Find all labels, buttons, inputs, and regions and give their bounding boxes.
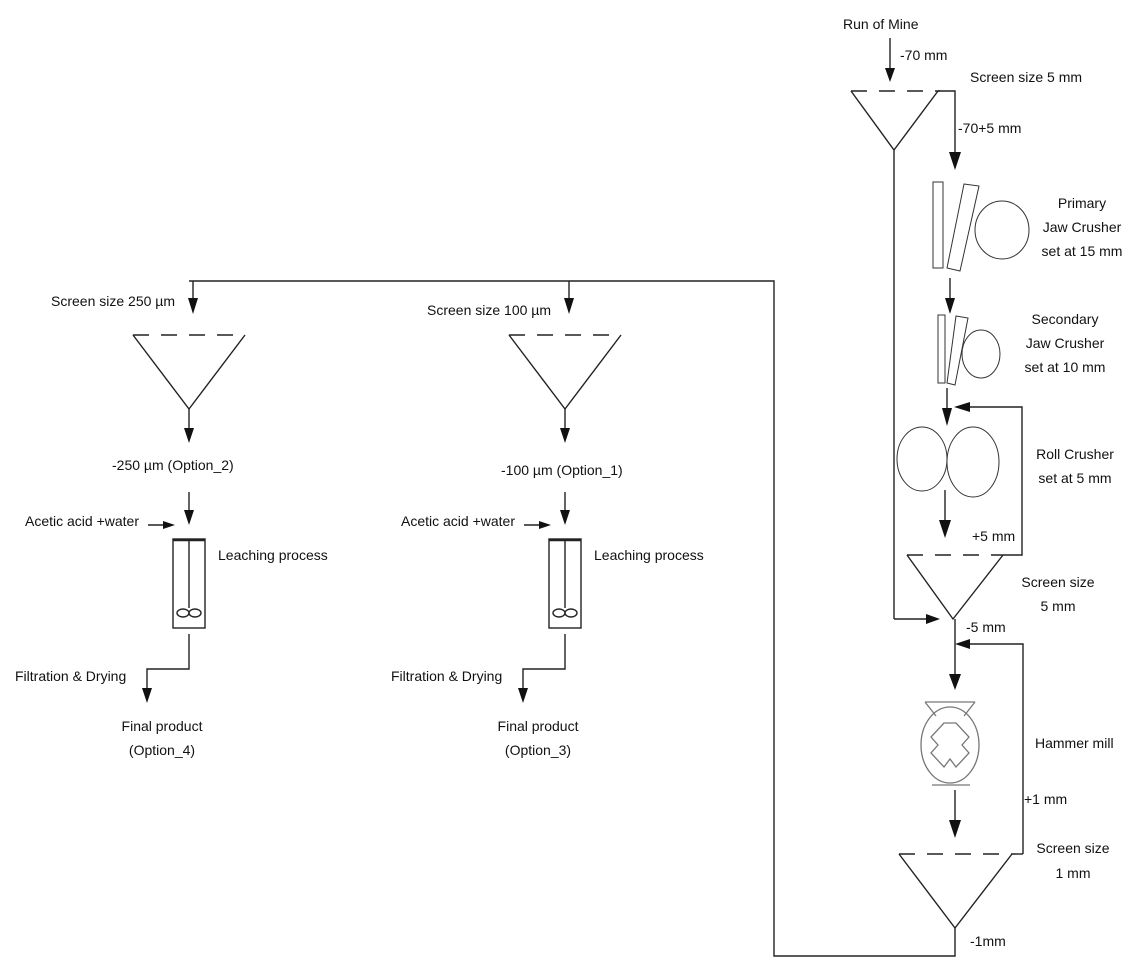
screen-1-oversize-label: -70+5 mm	[958, 120, 1021, 136]
primary-to-secondary-arrowhead	[945, 298, 955, 314]
mill-to-screen-arrowhead	[949, 820, 961, 838]
leaching-label: Leaching process	[594, 547, 704, 563]
screen-1-label: Screen size 5 mm	[970, 69, 1082, 85]
to-filtration-line	[522, 634, 566, 690]
undersize-arrowhead	[184, 428, 194, 443]
mill-top-right	[963, 701, 976, 717]
screen-3-line1: Screen size	[1036, 840, 1109, 856]
filtration-label: Filtration & Drying	[391, 668, 502, 684]
branch-option-1-3: Screen size 100 µm -100 µm (Option_1) Ac…	[391, 281, 704, 758]
screen-hopper	[850, 90, 939, 152]
fine-product-line	[189, 280, 956, 957]
primary-jaw-line3: set at 15 mm	[1042, 243, 1123, 259]
screen-2-line2: 5 mm	[1041, 598, 1076, 614]
screen-3-undersize-label: -1mm	[970, 933, 1006, 949]
roll-right	[946, 426, 1000, 498]
flywheel	[961, 329, 1001, 379]
feed-arrowhead	[885, 68, 895, 82]
screen-1-oversize-arrowhead	[949, 152, 961, 170]
mill-recycle-line	[968, 643, 1024, 854]
screen-3-line2: 1 mm	[1056, 865, 1091, 881]
reagent-arrowhead	[539, 521, 551, 529]
impeller-right	[564, 608, 578, 618]
impeller-left	[552, 608, 566, 618]
screen-hopper	[906, 554, 1004, 621]
to-leach-arrowhead	[560, 510, 570, 525]
mill-rotor-cross	[930, 722, 970, 769]
to-filtration-line	[146, 634, 190, 690]
screen-5mm-primary	[850, 90, 940, 152]
screen-100-label: Screen size 100 µm	[427, 302, 551, 318]
undersize-arrowhead	[560, 428, 570, 443]
fixed-jaw	[937, 314, 946, 384]
secondary-jaw-line2: Jaw Crusher	[1026, 335, 1105, 351]
secondary-to-roll-arrowhead	[942, 408, 952, 426]
hammer-mill-label: Hammer mill	[1035, 735, 1114, 751]
flywheel	[974, 200, 1030, 260]
final-product-line2: (Option_4)	[129, 742, 195, 758]
primary-jaw-line2: Jaw Crusher	[1043, 219, 1122, 235]
screen-2-undersize-label: -5 mm	[966, 619, 1006, 635]
screen-250-label: Screen size 250 µm	[51, 293, 175, 309]
run-of-mine-label: Run of Mine	[843, 16, 919, 32]
mill-recycle-arrowhead	[955, 639, 970, 649]
primary-jaw-line1: Primary	[1058, 195, 1106, 211]
roll-crusher-line1: Roll Crusher	[1036, 446, 1114, 462]
screen-hopper	[508, 334, 622, 411]
moving-jaw	[946, 315, 969, 386]
leaching-label: Leaching process	[218, 547, 328, 563]
undersize-label: -250 µm (Option_2)	[112, 457, 234, 473]
fixed-jaw	[932, 181, 944, 269]
screen-1mm	[898, 853, 1023, 930]
impeller-left	[176, 608, 190, 618]
impeller-right	[188, 608, 202, 618]
roll-crusher-line2: set at 5 mm	[1038, 470, 1111, 486]
screen-hopper	[898, 853, 1013, 930]
to-filtration-arrowhead	[518, 688, 528, 703]
roll-left	[896, 426, 948, 492]
roll-recycle-arrowhead	[954, 402, 970, 412]
moving-jaw	[946, 183, 980, 272]
mill-body	[920, 706, 980, 784]
filtration-label: Filtration & Drying	[15, 668, 126, 684]
screen-2-line1: Screen size	[1021, 574, 1094, 590]
feed-size-label: -70 mm	[900, 47, 947, 63]
roll-recycle-line	[968, 406, 1023, 556]
final-product-line2: (Option_3)	[505, 742, 571, 758]
branch-option-2-4: Screen size 250 µm -250 µm (Option_2) Ac…	[15, 281, 328, 758]
roll-to-screen-arrowhead	[939, 520, 951, 538]
screen-5mm-secondary	[906, 554, 1004, 621]
to-filtration-arrowhead	[142, 688, 152, 703]
branch-feed-arrowhead	[188, 298, 198, 314]
reagent-label: Acetic acid +water	[401, 513, 515, 529]
secondary-jaw-line3: set at 10 mm	[1025, 359, 1106, 375]
to-leach-arrowhead	[184, 510, 194, 525]
mill-top-left	[924, 701, 937, 717]
secondary-jaw-line1: Secondary	[1032, 311, 1099, 327]
roll-crusher	[896, 426, 1000, 498]
hammer-mill	[920, 701, 980, 786]
bypass-arrowhead	[926, 614, 940, 624]
screen-hopper	[132, 334, 246, 411]
final-product-line1: Final product	[122, 718, 203, 734]
final-product-line1: Final product	[498, 718, 579, 734]
screen-2-to-mill-arrowhead	[949, 674, 961, 690]
reagent-label: Acetic acid +water	[25, 513, 139, 529]
branch-feed-arrowhead	[564, 298, 574, 314]
reagent-arrowhead	[163, 521, 175, 529]
secondary-jaw-crusher	[937, 314, 1001, 386]
primary-jaw-crusher	[932, 181, 1030, 272]
screen-3-oversize-label: +1 mm	[1024, 791, 1067, 807]
screen-1-oversize-line	[938, 90, 956, 155]
undersize-label: -100 µm (Option_1)	[501, 462, 623, 478]
screen-2-oversize-label: +5 mm	[972, 528, 1015, 544]
